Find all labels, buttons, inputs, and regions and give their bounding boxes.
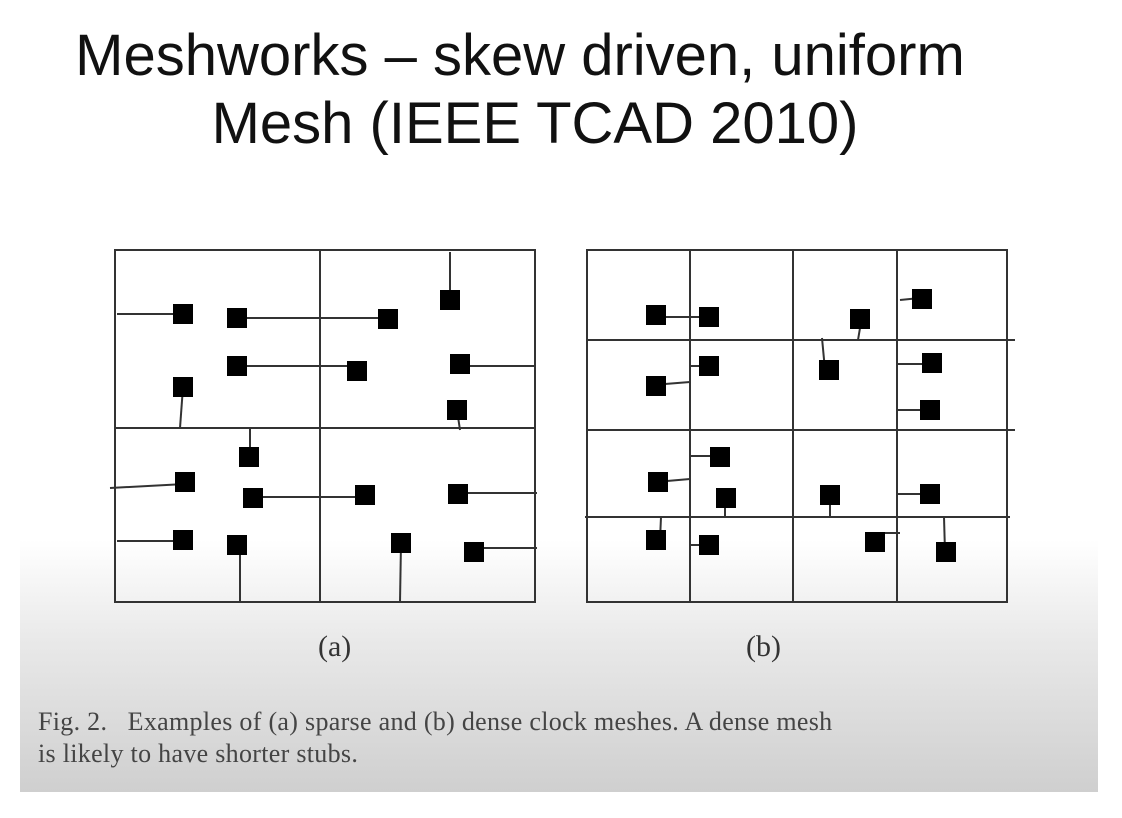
clock-sink	[716, 488, 736, 508]
clock-sink	[347, 361, 367, 381]
clock-sink	[243, 488, 263, 508]
clock-sink	[920, 484, 940, 504]
panel-a-stubs	[109, 252, 537, 603]
clock-sink	[173, 530, 193, 550]
clock-sink	[922, 353, 942, 373]
clock-sink	[175, 472, 195, 492]
caption-line-2: is likely to have shorter stubs.	[38, 739, 359, 768]
clock-sink	[173, 304, 193, 324]
slide-title: Meshworks – skew driven, uniform Mesh (I…	[20, 22, 1020, 158]
clock-sink	[646, 530, 666, 550]
clock-sink	[355, 485, 375, 505]
slide: Meshworks – skew driven, uniform Mesh (I…	[20, 0, 1098, 792]
clock-sink	[850, 309, 870, 329]
title-line-1: Meshworks – skew driven, uniform	[75, 23, 965, 88]
clock-sink	[819, 360, 839, 380]
clock-sink	[450, 354, 470, 374]
panel-a-sparse-mesh	[109, 249, 537, 603]
caption-line-1: Fig. 2. Examples of (a) sparse and (b) d…	[38, 707, 833, 736]
title-line-2: Mesh (IEEE TCAD 2010)	[211, 91, 859, 156]
clock-sink	[227, 308, 247, 328]
clock-sink	[912, 289, 932, 309]
panel-b-stubs	[659, 297, 946, 553]
panel-b-dense-mesh	[585, 249, 1015, 603]
clock-sink	[936, 542, 956, 562]
panel-a-label: (a)	[318, 630, 352, 663]
clock-sink	[239, 447, 259, 467]
clock-sink	[447, 400, 467, 420]
clock-sink	[227, 535, 247, 555]
clock-sink	[646, 376, 666, 396]
clock-mesh-figure	[109, 249, 1015, 603]
clock-sink	[378, 309, 398, 329]
panel-b-label: (b)	[746, 630, 781, 663]
clock-sink	[648, 472, 668, 492]
clock-sink	[391, 533, 411, 553]
clock-sink	[699, 307, 719, 327]
clock-sink	[227, 356, 247, 376]
panel-a-frame	[114, 249, 536, 603]
panel-b-frame	[586, 249, 1008, 603]
clock-sink	[646, 305, 666, 325]
clock-sink	[464, 542, 484, 562]
clock-sink	[440, 290, 460, 310]
clock-sink	[865, 532, 885, 552]
clock-sink	[699, 535, 719, 555]
figure-caption: Fig. 2. Examples of (a) sparse and (b) d…	[38, 706, 1098, 770]
clock-sink	[920, 400, 940, 420]
clock-sink	[710, 447, 730, 467]
panel-a-clock-sinks	[173, 290, 484, 562]
panel-b-clock-sinks	[646, 289, 956, 562]
clock-sink	[448, 484, 468, 504]
clock-sink	[173, 377, 193, 397]
clock-sink	[820, 485, 840, 505]
clock-sink	[699, 356, 719, 376]
